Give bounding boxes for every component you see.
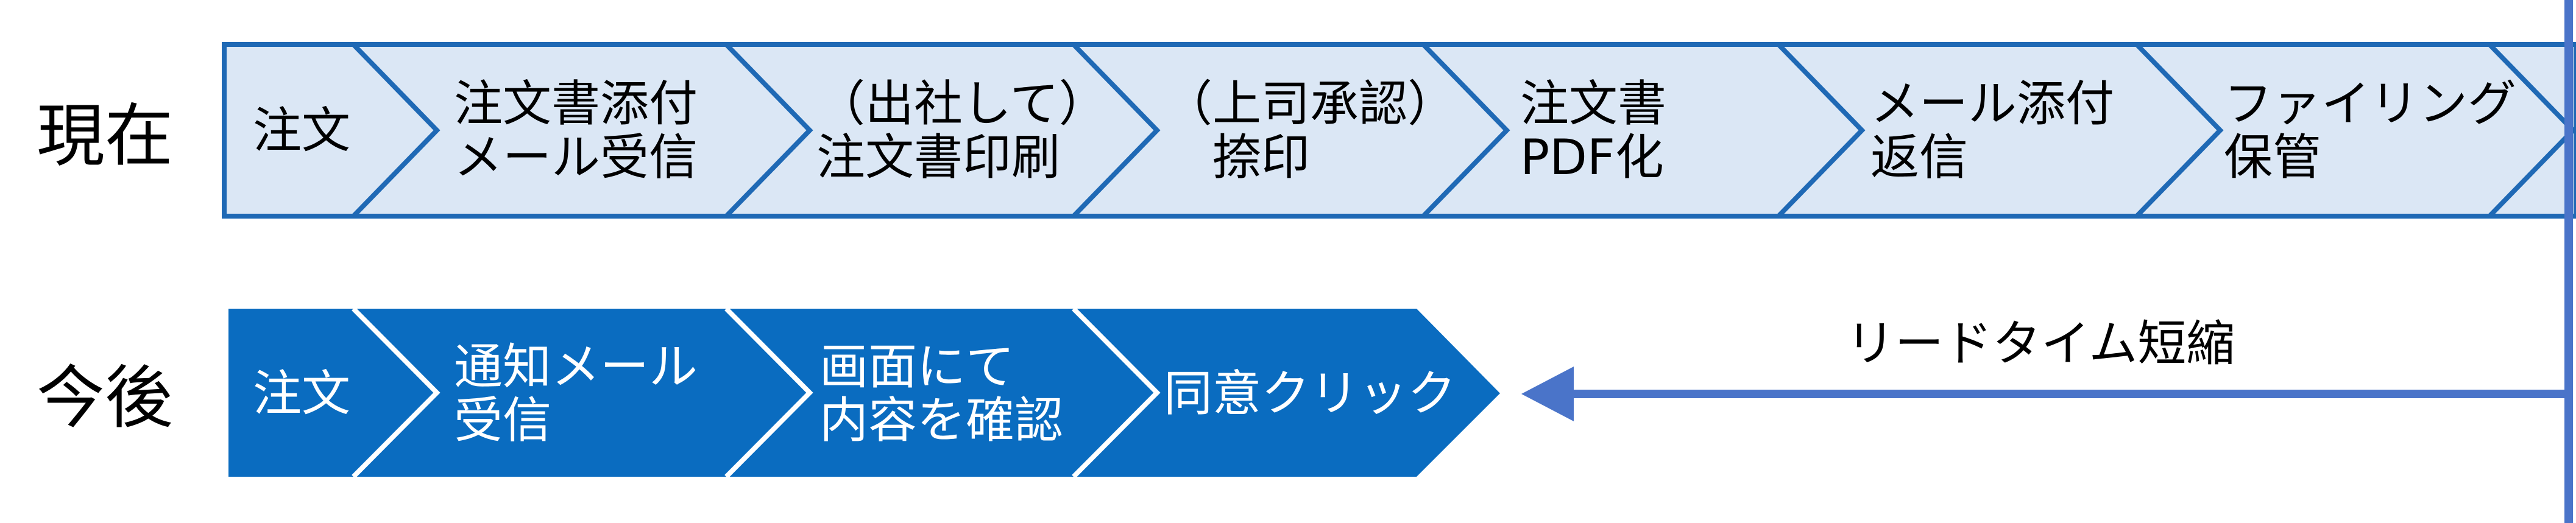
current-process-separators	[352, 43, 2576, 218]
future-step-2-line-1: 通知メール	[454, 339, 698, 395]
future-step-3-line-1: 画面にて	[819, 339, 1014, 395]
future-process-separators	[352, 307, 1161, 479]
current-process-frame	[222, 42, 2576, 219]
current-step-3-line-2: 注文書印刷	[816, 129, 1060, 186]
future-step-3-line-2: 内容を確認	[819, 392, 1063, 449]
current-step-2-line-1: 注文書添付	[454, 75, 698, 132]
current-step-7-line-1: ファイリング	[2224, 75, 2516, 132]
current-separator-4	[1421, 43, 1510, 218]
current-step-4-line-1: （上司承認）	[1164, 75, 1456, 132]
future-step-1-line-1: 注文	[253, 365, 350, 422]
current-step-2-line-2: メール受信	[454, 129, 698, 186]
lead-time-reduction-label: リードタイム短縮	[1846, 315, 2235, 372]
current-step-1-line-1: 注文	[253, 102, 350, 159]
arrow-head	[1521, 367, 1574, 421]
current-step-7-line-2: 保管	[2224, 129, 2321, 186]
future-step-4-line-1: 同意クリック	[1164, 365, 1456, 422]
current-separator-6	[2135, 43, 2224, 218]
lead-time-reduction-arrow	[1521, 0, 2573, 523]
future-step-2-line-2: 受信	[454, 392, 551, 449]
current-step-3-line-1: （出社して）	[816, 75, 1108, 132]
current-step-6-line-2: 返信	[1870, 129, 1968, 186]
current-separator-3	[1072, 43, 1161, 218]
current-separator-1	[352, 43, 441, 218]
future-separator-3	[1072, 307, 1161, 479]
current-step-5-line-1: 注文書	[1520, 75, 1666, 132]
row-label-future: 今後	[37, 359, 173, 438]
current-step-6-line-1: メール添付	[1870, 75, 2114, 132]
current-separator-5	[1777, 43, 1866, 218]
current-separator-2	[724, 43, 813, 218]
future-process-band	[228, 309, 1500, 477]
current-step-4-line-2: 捺印	[1164, 129, 1310, 186]
future-separator-2	[724, 307, 813, 479]
row-label-current: 現在	[37, 97, 173, 176]
future-separator-1	[352, 307, 441, 479]
current-step-5-line-2: PDF化	[1520, 129, 1664, 186]
